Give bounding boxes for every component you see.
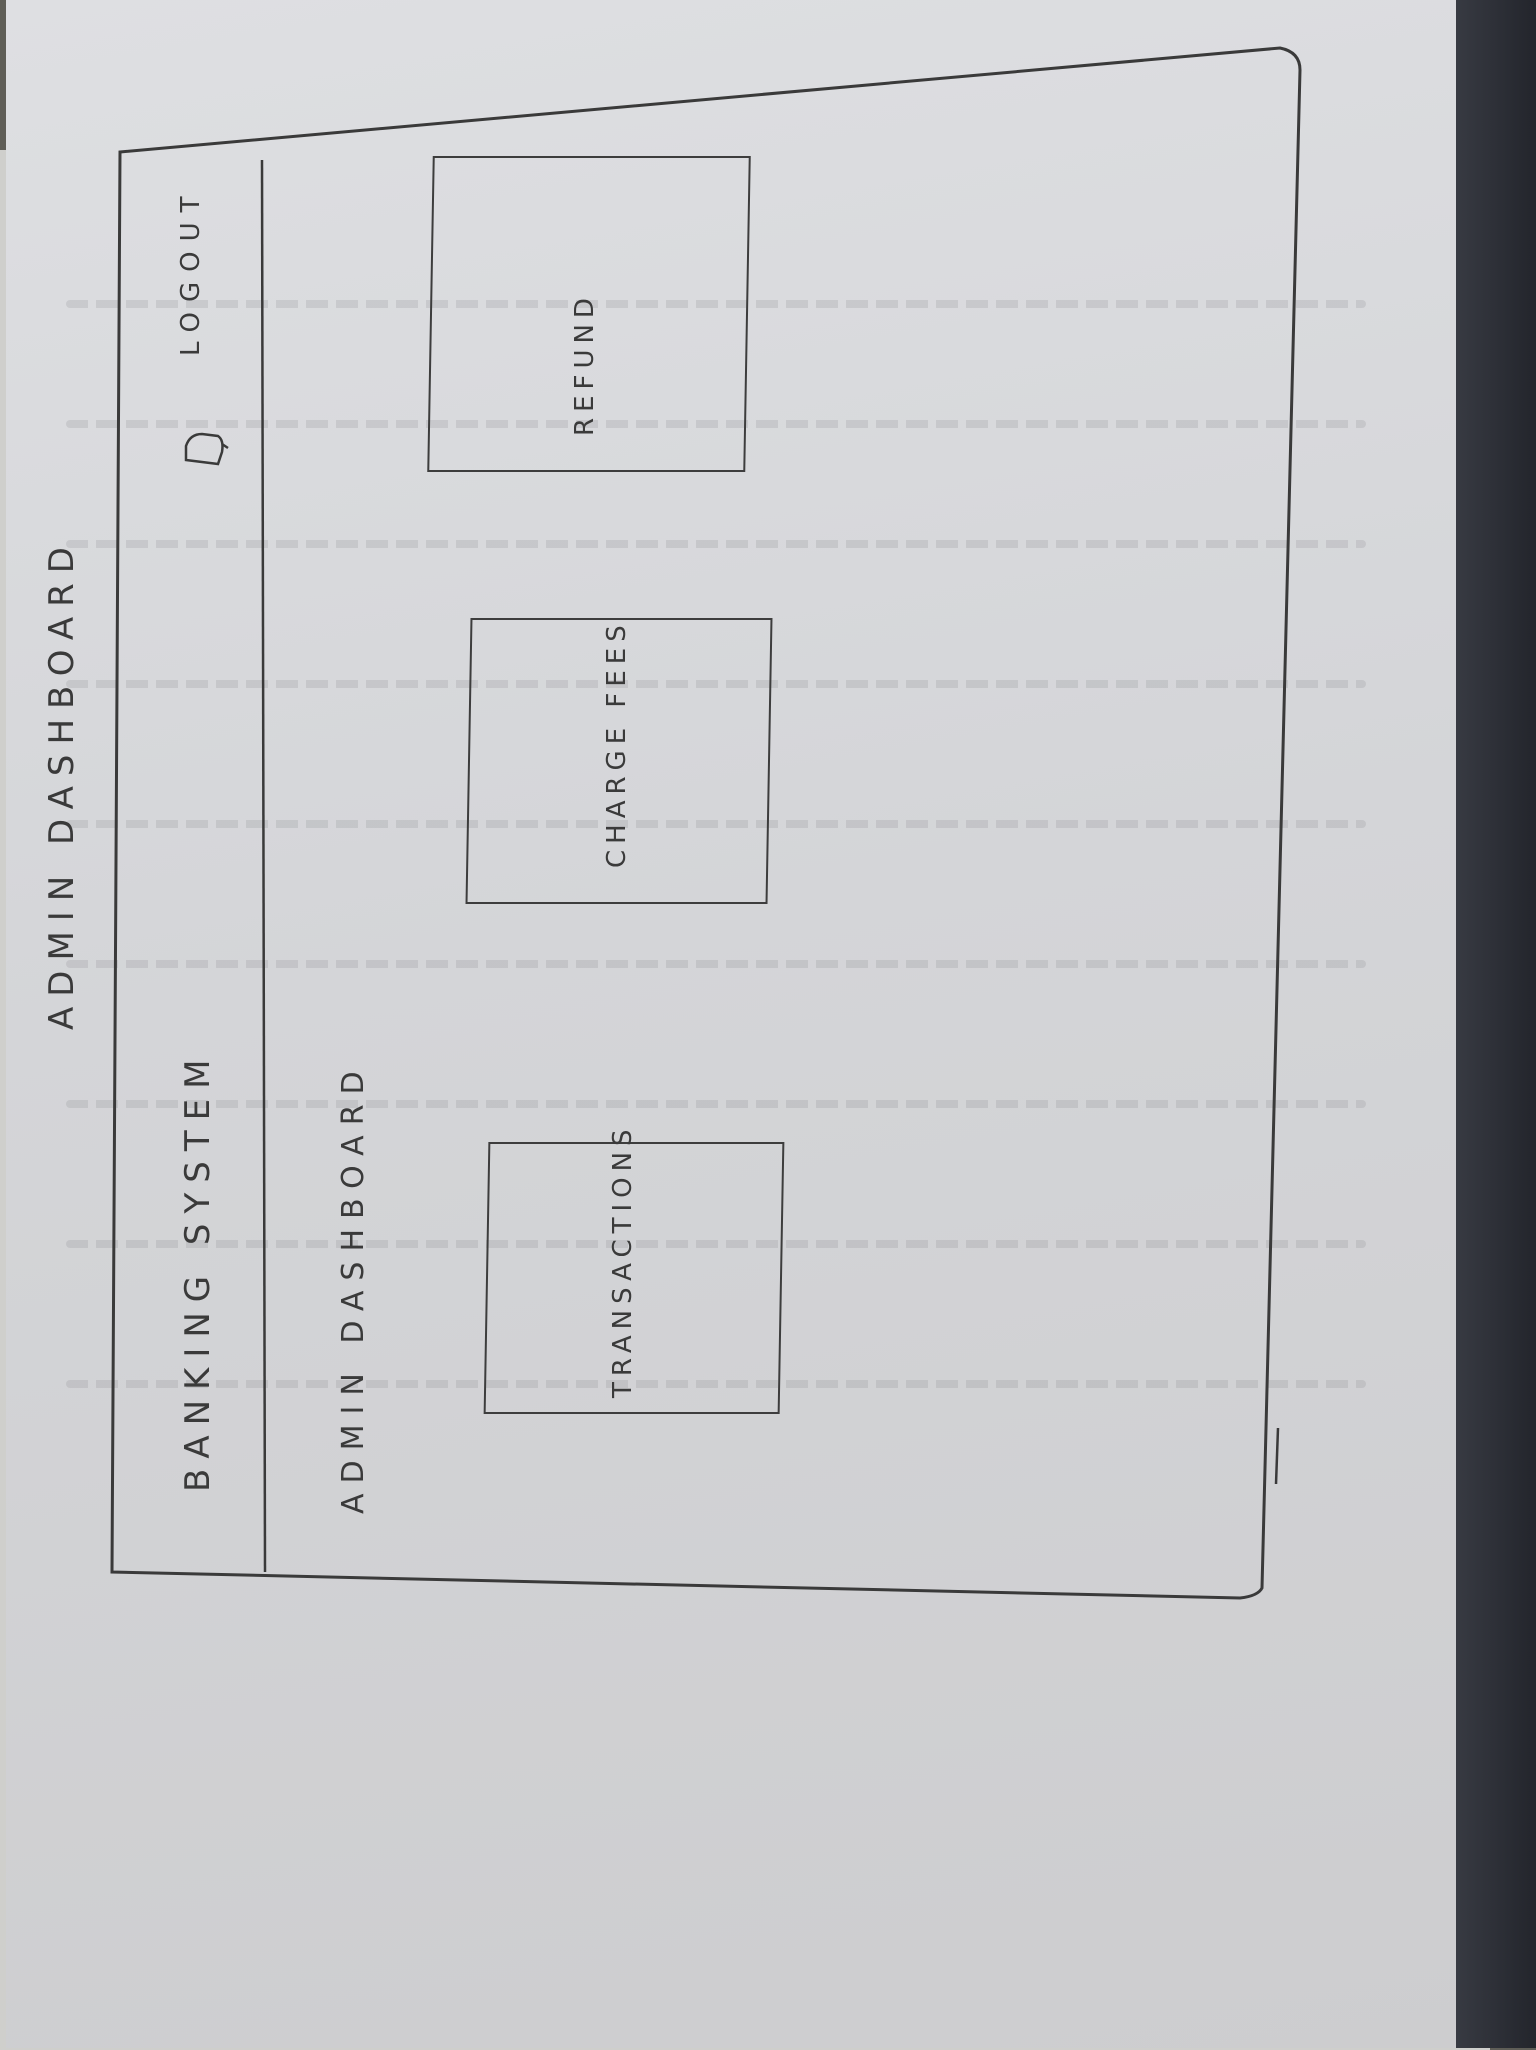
bleed-through-text [66,300,1366,308]
window-frame [110,46,1302,1600]
sketch-paper [6,0,1456,2048]
bleed-through-text [66,1380,1366,1388]
bleed-through-text [66,540,1366,548]
sketch-title: ADMIN DASHBOARD [42,537,82,1030]
bleed-through-text [66,960,1366,968]
app-name: BANKING SYSTEM [178,1049,218,1492]
bleed-through-text [66,420,1366,428]
bleed-through-text [66,1100,1366,1108]
bell-icon[interactable] [184,432,229,466]
header-divider [260,159,267,1573]
logout-link[interactable]: LOGOUT [176,186,206,356]
bleed-through-text [66,820,1366,828]
refund-label: REFUND [570,292,600,436]
bleed-through-text [66,680,1366,688]
dark-background [1446,0,1536,2048]
page-heading: ADMIN DASHBOARD [336,1061,371,1514]
charge-fees-label: CHARGE FEES [602,619,632,868]
stray-mark [1274,1427,1280,1485]
transactions-label: TRANSACTIONS [608,1123,638,1398]
bleed-through-text [66,1240,1366,1248]
